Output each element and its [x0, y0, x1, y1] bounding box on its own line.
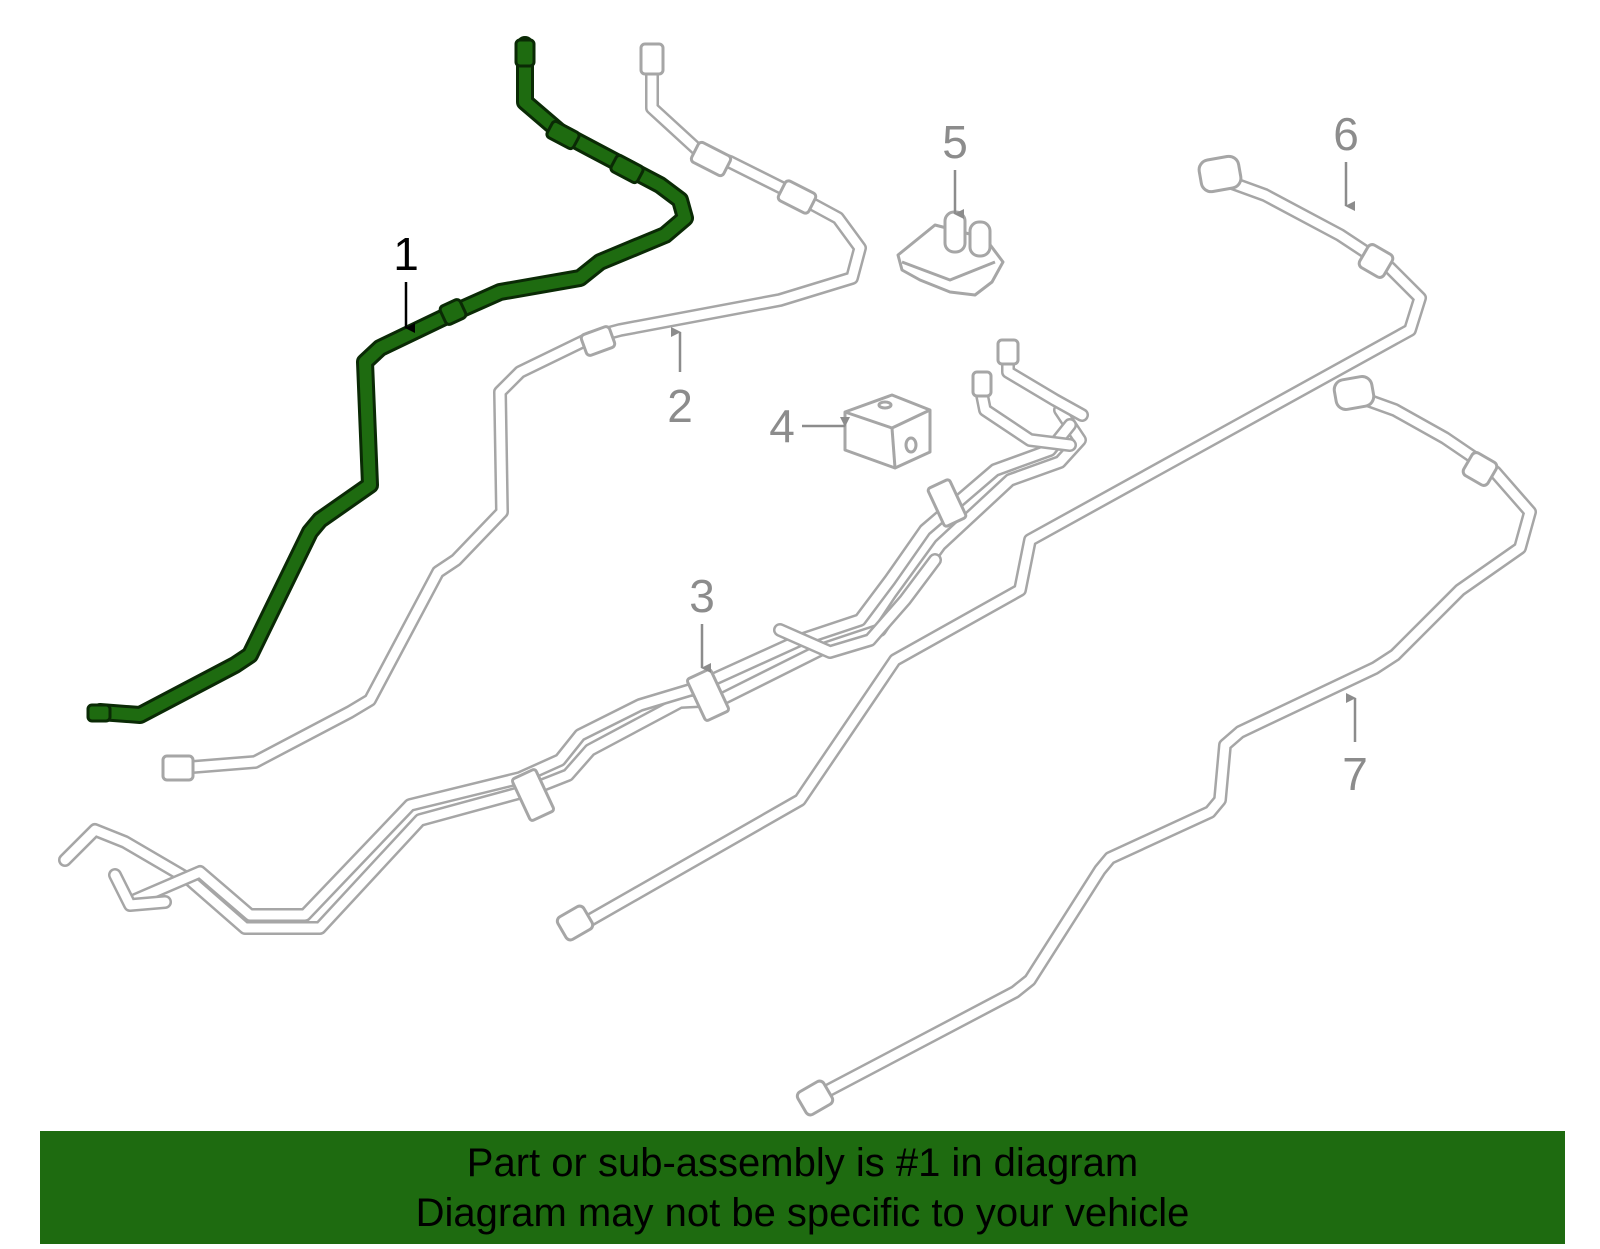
callout-7: 7 — [1342, 693, 1368, 800]
callout-1-label: 1 — [393, 228, 419, 280]
part-7-line — [795, 375, 1537, 1117]
info-banner: Part or sub-assembly is #1 in diagram Di… — [40, 1131, 1565, 1244]
callout-3-label: 3 — [689, 570, 715, 622]
callout-2-label: 2 — [667, 380, 693, 432]
callout-5: 5 — [942, 116, 968, 219]
part-6-line — [555, 154, 1427, 942]
part-2-hose — [161, 42, 867, 782]
callout-2: 2 — [667, 327, 693, 432]
banner-line-2: Diagram may not be specific to your vehi… — [415, 1190, 1190, 1235]
callout-6-label: 6 — [1333, 108, 1359, 160]
part-4-block — [843, 393, 932, 470]
callout-5-label: 5 — [942, 116, 968, 168]
banner-line-1: Part or sub-assembly is #1 in diagram — [466, 1140, 1139, 1185]
callout-4: 4 — [769, 400, 850, 452]
part-1-hose-highlighted — [86, 36, 694, 724]
callout-4-label: 4 — [769, 400, 795, 452]
callout-7-label: 7 — [1342, 748, 1368, 800]
part-5-cap — [896, 210, 1005, 297]
callout-1: 1 — [393, 228, 419, 333]
part-3-line-bundle — [58, 338, 1089, 935]
callout-6: 6 — [1333, 108, 1359, 211]
callout-3: 3 — [689, 570, 715, 673]
